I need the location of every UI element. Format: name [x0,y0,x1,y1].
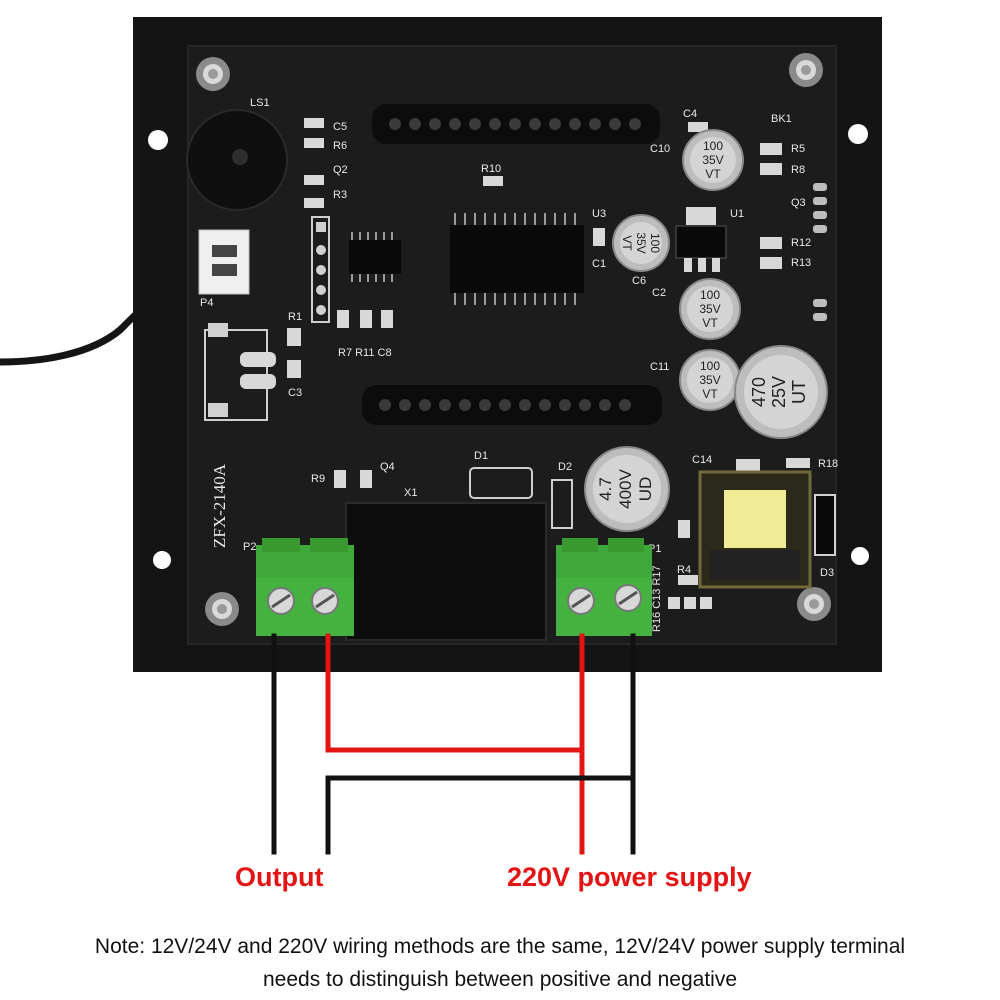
note-line-2: needs to distinguish between positive an… [263,968,737,991]
capacitor-470uf: 470 25V UT [734,345,828,439]
plate-hole-right-bottom [851,547,869,565]
svg-text:U3: U3 [592,208,606,220]
svg-text:C3: C3 [288,387,302,399]
svg-text:U1: U1 [730,208,744,220]
plate-hole-right-top [848,124,868,144]
power-supply-label: 220V power supply [507,862,752,892]
svg-text:100: 100 [648,233,662,253]
svg-text:R10: R10 [481,163,501,175]
svg-text:UT: UT [789,380,809,404]
svg-text:R3: R3 [333,189,347,201]
svg-text:R1: R1 [288,311,302,323]
svg-text:C10: C10 [650,143,670,155]
plate-hole-left-bottom [153,551,171,569]
svg-text:R16 C13 R17: R16 C13 R17 [651,565,663,632]
svg-text:400V: 400V [616,468,635,508]
terminal-block-output [256,538,354,636]
svg-text:P2: P2 [243,541,256,553]
svg-text:VT: VT [620,235,634,251]
svg-text:R7 R11 C8: R7 R11 C8 [338,347,392,359]
main-ic [450,225,584,293]
capacitor-c6: 100 35V VT [612,214,670,272]
wiring-diagram [271,633,636,855]
svg-text:R5: R5 [791,143,805,155]
voltage-regulator [675,225,727,259]
svg-text:C14: C14 [692,454,712,466]
svg-text:C2: C2 [652,287,666,299]
svg-text:UD: UD [636,477,655,502]
svg-text:VT: VT [705,167,721,181]
capacitor-hv: 4.7 400V UD [584,446,670,532]
svg-text:R9: R9 [311,473,325,485]
svg-text:35V: 35V [699,373,720,387]
screw-top-right [789,53,823,87]
plate-hole-left-top [148,130,168,150]
crystal-outline [204,323,276,421]
svg-text:C11: C11 [650,361,669,373]
diode-d1 [469,467,533,499]
screw-top-left [196,57,230,91]
driver-ic [349,240,401,274]
svg-text:D2: D2 [558,461,572,473]
output-label: Output [235,862,324,892]
svg-text:R18: R18 [818,458,838,470]
svg-text:C6: C6 [632,275,646,287]
diode-d2 [551,479,573,529]
silkscreen-labels: LS1 C5 R6 Q2 R3 R10 U3 C1 C4 C10 U1 BK1 … [200,97,838,632]
svg-text:X1: X1 [404,487,417,499]
svg-text:P4: P4 [200,297,213,309]
svg-text:BK1: BK1 [771,113,792,125]
svg-text:C4: C4 [683,108,697,120]
sensor-connector-p4 [198,229,250,295]
transformer [698,470,812,589]
svg-text:Q4: Q4 [380,461,395,473]
capacitor-c2: 100 35V VT [679,278,741,340]
svg-text:R12: R12 [791,237,811,249]
svg-text:25V: 25V [769,376,789,408]
svg-text:C5: C5 [333,121,347,133]
capacitor-c10: 100 35V VT [682,129,744,191]
svg-text:4.7: 4.7 [596,477,615,501]
svg-text:470: 470 [749,377,769,407]
svg-text:D1: D1 [474,450,488,462]
wire-output-red [325,633,585,753]
svg-text:R13: R13 [791,257,811,269]
screw-bottom-left [205,592,239,626]
svg-text:VT: VT [702,387,718,401]
svg-text:R4: R4 [677,564,691,576]
capacitor-c11: 100 35V VT [679,349,741,411]
diode-d3 [814,494,836,556]
svg-text:100: 100 [703,139,723,153]
svg-text:R6: R6 [333,140,347,152]
svg-text:R8: R8 [791,164,805,176]
terminal-block-power [556,538,652,636]
relay-x1 [345,502,547,641]
wire-neutral-black [325,775,636,855]
svg-text:35V: 35V [702,153,723,167]
note-line-1: Note: 12V/24V and 220V wiring methods ar… [94,935,906,958]
svg-text:D3: D3 [820,567,834,579]
svg-text:C1: C1 [592,258,606,270]
display-header-bottom [362,385,662,425]
svg-text:ZFX-2140A: ZFX-2140A [210,463,229,548]
svg-text:35V: 35V [634,232,648,253]
svg-text:VT: VT [702,316,718,330]
program-pads [311,216,330,323]
svg-text:100: 100 [700,288,720,302]
svg-text:Q2: Q2 [333,164,348,176]
svg-text:100: 100 [700,359,720,373]
svg-text:35V: 35V [699,302,720,316]
screw-bottom-right [797,587,831,621]
svg-text:Q3: Q3 [791,197,806,209]
svg-text:LS1: LS1 [250,97,270,109]
